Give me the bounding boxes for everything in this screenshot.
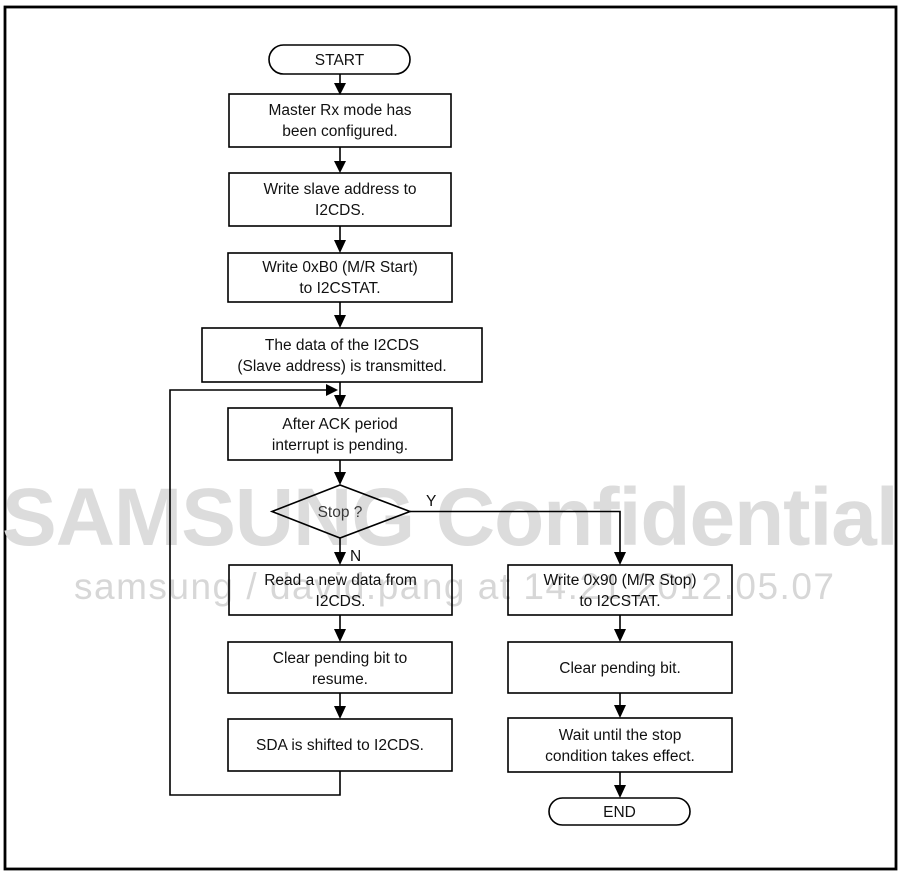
process-configured [228, 93, 452, 148]
clear-resume-line1: Clear pending bit to [273, 650, 407, 667]
page-border [3, 5, 898, 871]
process-ack-fill [228, 408, 452, 460]
connector-decision-yes [410, 510, 621, 553]
start-node-fill [269, 45, 410, 74]
decision-no-label: N [350, 548, 361, 565]
end-node-fill [549, 798, 690, 825]
read-line2: I2CDS. [316, 593, 366, 610]
connectors [169, 74, 626, 798]
sda-line1: SDA is shifted to I2CDS. [256, 737, 424, 754]
wait-line2: condition takes effect. [545, 748, 695, 765]
arrowhead-read [334, 552, 346, 565]
process-transmit-fill [202, 328, 482, 382]
arrowhead-wait [614, 705, 626, 718]
process-clear-resume-fill [228, 642, 452, 693]
transmit-line1: The data of the I2CDS [265, 337, 419, 354]
arrowhead-loop-merge [326, 384, 338, 396]
process-clear [507, 641, 733, 694]
process-clear-fill [508, 642, 732, 693]
arrowhead-clear [614, 629, 626, 642]
process-read [228, 564, 453, 616]
write-slave-line1: Write slave address to [263, 181, 416, 198]
node-labels: START Master Rx mode has been configured… [237, 52, 696, 821]
write-b0-line1: Write 0xB0 (M/R Start) [262, 259, 418, 276]
arrowhead-ack [334, 395, 346, 408]
configured-line2: been configured. [282, 123, 397, 140]
decision-stop [269, 484, 413, 539]
arrowhead-write-b0 [334, 240, 346, 253]
process-write-90 [507, 564, 733, 616]
decision-yes-label: Y [426, 493, 436, 510]
arrowhead-clear-resume [334, 629, 346, 642]
arrowhead-write-slave [334, 161, 346, 173]
process-sda-fill [228, 719, 452, 771]
ack-line1: After ACK period [282, 416, 397, 433]
transmit-line2: (Slave address) is transmitted. [237, 358, 446, 375]
clear-resume-line2: resume. [312, 671, 368, 688]
node-outlines [201, 44, 733, 826]
process-wait [507, 717, 733, 773]
wait-line1: Wait until the stop [559, 727, 682, 744]
write-slave-line2: I2CDS. [315, 202, 365, 219]
arrowhead-decision [334, 472, 346, 485]
process-write-90-fill [508, 565, 732, 615]
node-fills [202, 45, 732, 825]
process-sda [227, 718, 453, 772]
arrowhead-transmit [334, 315, 346, 328]
arrowhead-write-90 [614, 552, 626, 565]
clear-line1: Clear pending bit. [559, 660, 681, 677]
loop-back-line [169, 389, 341, 796]
process-wait-fill [508, 718, 732, 772]
arrowhead-end [614, 785, 626, 798]
read-line1: Read a new data from [264, 572, 417, 589]
watermark-subtitle: samsung / david.pang at 14:21,2012.05.07 [74, 566, 835, 607]
write-90-line2: to I2CSTAT. [579, 593, 660, 610]
process-write-slave [228, 172, 452, 227]
process-write-b0-fill [228, 253, 452, 302]
watermark: SAMSUNG Confidential samsung / david.pan… [2, 472, 899, 607]
start-label: START [315, 52, 365, 69]
write-90-line1: Write 0x90 (M/R Stop) [543, 572, 696, 589]
watermark-title: SAMSUNG Confidential [2, 472, 898, 563]
end-node [548, 797, 691, 826]
process-configured-fill [229, 94, 451, 147]
arrowhead-sda [334, 706, 346, 719]
write-b0-line2: to I2CSTAT. [299, 280, 380, 297]
process-read-fill [229, 565, 452, 615]
end-label: END [603, 804, 636, 821]
decision-stop-label: Stop ? [318, 504, 363, 521]
ack-line2: interrupt is pending. [272, 437, 408, 454]
configured-line1: Master Rx mode has [269, 102, 412, 119]
process-write-b0 [227, 252, 453, 303]
start-node [268, 44, 411, 75]
process-clear-resume [227, 641, 453, 694]
process-write-slave-fill [229, 173, 451, 226]
process-transmit [201, 327, 483, 383]
process-ack [227, 407, 453, 461]
arrowhead-configured [334, 83, 346, 95]
